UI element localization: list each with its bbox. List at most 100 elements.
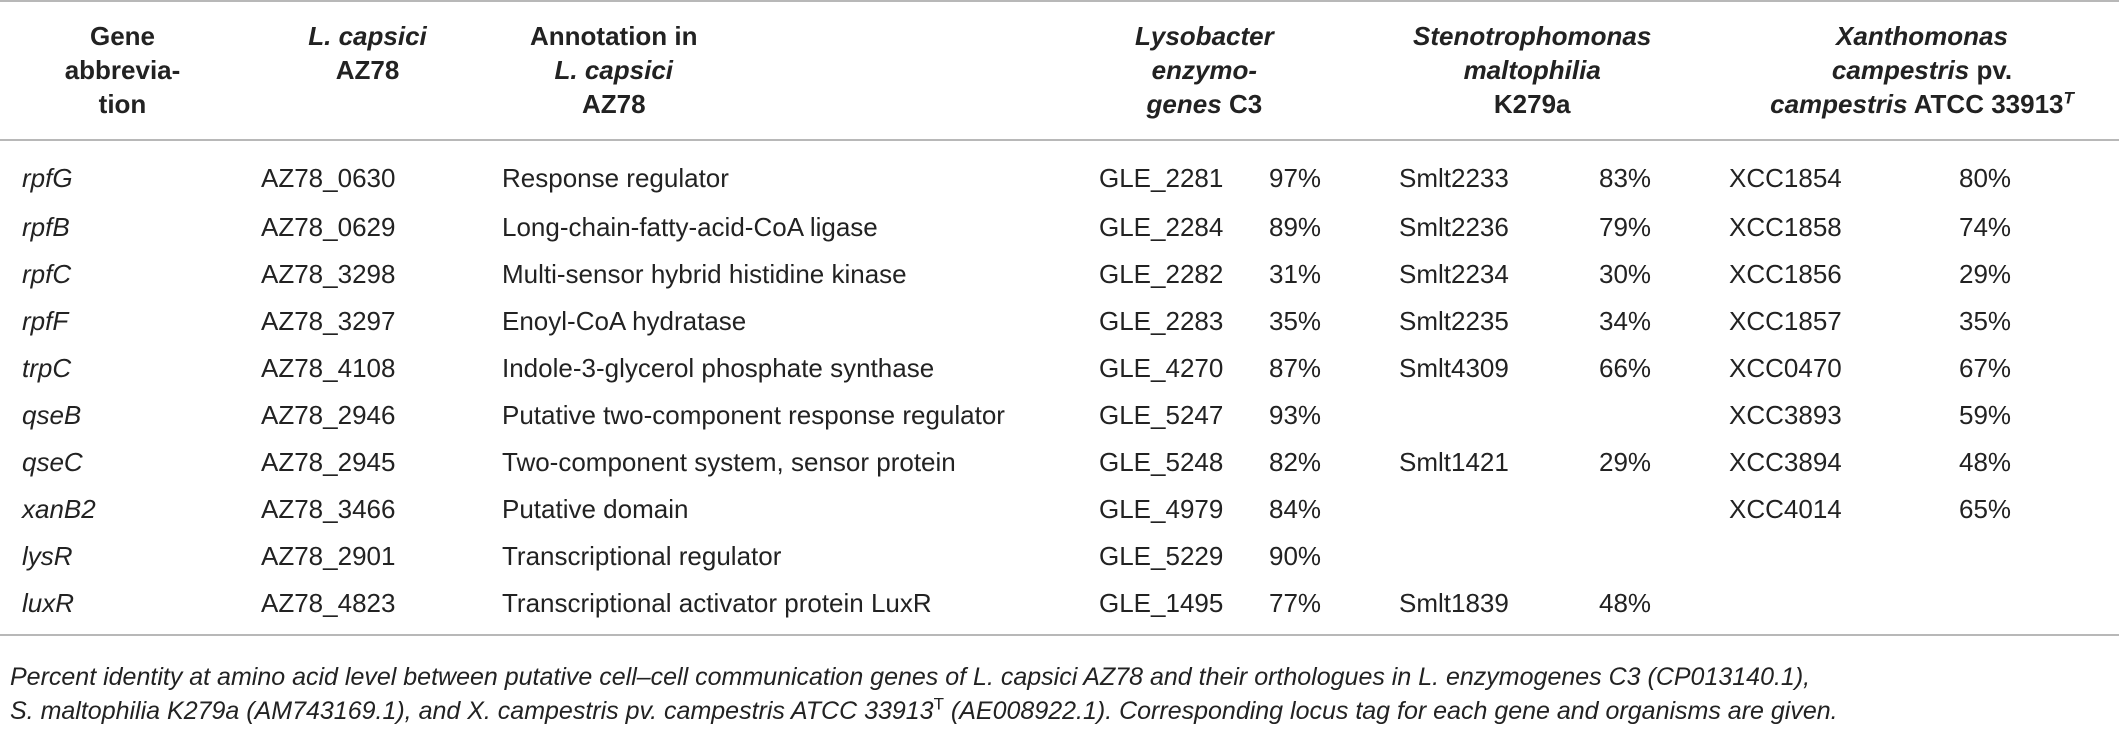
cell-gene: lysR bbox=[22, 540, 73, 571]
cell-steno-locus: Smlt2235 bbox=[1399, 305, 1509, 336]
footnote-sup: T bbox=[933, 694, 944, 714]
header-xantho-line2a: campestris bbox=[1831, 55, 1970, 85]
cell-annotation: Transcriptional regulator bbox=[502, 540, 782, 571]
cell-lyso-pct: 93% bbox=[1269, 399, 1322, 430]
cell-lyso-pct: 77% bbox=[1269, 587, 1322, 618]
cell-gene: rpfB bbox=[22, 211, 70, 242]
header-azlocus: L. capsici AZ78 bbox=[245, 1, 490, 140]
header-xantho-line2b: pv. bbox=[1976, 55, 2013, 85]
cell-lyso-locus: GLE_4270 bbox=[1099, 352, 1224, 383]
cell-xcc-locus: XCC1858 bbox=[1729, 211, 1842, 242]
cell-annotation: Long-chain-fatty-acid-CoA ligase bbox=[502, 211, 878, 242]
header-xanthomonas: Xanthomonas campestris pv. campestris AT… bbox=[1725, 1, 2119, 140]
cell-annotation: Multi-sensor hybrid histidine kinase bbox=[502, 258, 907, 289]
cell-az-locus: AZ78_3297 bbox=[261, 305, 396, 336]
cell-steno-pct: 66% bbox=[1599, 352, 1652, 383]
cell-annotation: Indole-3-glycerol phosphate synthase bbox=[502, 352, 935, 383]
cell-steno-pct bbox=[1595, 485, 1725, 532]
cell-xcc-pct bbox=[1955, 532, 2119, 579]
cell-lyso-locus: GLE_2283 bbox=[1099, 305, 1224, 336]
cell-xcc-locus: XCC1857 bbox=[1729, 305, 1842, 336]
cell-steno-locus bbox=[1395, 532, 1595, 579]
cell-lyso-locus: GLE_5248 bbox=[1099, 446, 1224, 477]
cell-xcc-locus bbox=[1725, 579, 1955, 635]
cell-steno-locus bbox=[1395, 391, 1595, 438]
orthologue-table: Gene abbrevia- tion L. capsici AZ78 Anno… bbox=[0, 1, 2119, 635]
cell-lyso-locus: GLE_5247 bbox=[1099, 399, 1224, 430]
table-body: rpfG AZ78_0630 Response regulator GLE_2281 9… bbox=[0, 140, 2119, 635]
cell-lyso-locus: GLE_2281 bbox=[1099, 163, 1224, 193]
cell-gene: rpfF bbox=[22, 305, 69, 336]
cell-steno-pct: 79% bbox=[1599, 211, 1652, 242]
cell-lyso-pct: 35% bbox=[1269, 305, 1322, 336]
cell-xcc-pct: 35% bbox=[1959, 305, 2012, 336]
header-stenotrophomonas: Stenotrophomonas maltophilia K279a bbox=[1395, 1, 1725, 140]
cell-steno-pct bbox=[1595, 391, 1725, 438]
cell-gene: luxR bbox=[22, 587, 75, 618]
header-steno-line1: Stenotrophomonas bbox=[1413, 21, 1652, 51]
cell-annotation: Two-component system, sensor protein bbox=[502, 446, 956, 477]
header-steno-line3: K279a bbox=[1493, 89, 1571, 119]
footnote-line2a: S. maltophilia K279a (AM743169.1), and X… bbox=[10, 697, 934, 725]
cell-steno-locus: Smlt2234 bbox=[1399, 258, 1509, 289]
cell-lyso-locus: GLE_2284 bbox=[1099, 211, 1224, 242]
cell-xcc-pct: 80% bbox=[1959, 163, 2012, 193]
header-gene: Gene abbrevia- tion bbox=[0, 1, 245, 140]
cell-xcc-pct: 74% bbox=[1959, 211, 2012, 242]
cell-az-locus: AZ78_2901 bbox=[261, 540, 396, 571]
cell-lyso-pct: 97% bbox=[1269, 163, 1322, 193]
header-gene-line2: abbrevia- bbox=[64, 55, 181, 85]
table-row: qseC AZ78_2945 Two-component system, senso… bbox=[0, 438, 2119, 485]
cell-xcc-pct: 59% bbox=[1959, 399, 2012, 430]
cell-az-locus: AZ78_0630 bbox=[261, 163, 396, 193]
cell-xcc-locus: XCC3894 bbox=[1729, 446, 1842, 477]
cell-lyso-locus: GLE_5229 bbox=[1099, 540, 1224, 571]
table-row: rpfB AZ78_0629 Long-chain-fatty-acid-CoA l… bbox=[0, 203, 2119, 250]
cell-lyso-locus: GLE_4979 bbox=[1099, 493, 1224, 524]
table-row: lysR AZ78_2901 Transcriptional regulator GL… bbox=[0, 532, 2119, 579]
cell-xcc-locus: XCC1856 bbox=[1729, 258, 1842, 289]
header-lyso-line3b: C3 bbox=[1228, 89, 1263, 119]
table-row: rpfC AZ78_3298 Multi-sensor hybrid histidi… bbox=[0, 250, 2119, 297]
cell-annotation: Transcriptional activator protein LuxR bbox=[502, 587, 932, 618]
cell-steno-pct: 29% bbox=[1599, 446, 1652, 477]
cell-gene: xanB2 bbox=[22, 493, 96, 524]
cell-az-locus: AZ78_2945 bbox=[261, 446, 396, 477]
header-row: Gene abbrevia- tion L. capsici AZ78 Anno… bbox=[0, 1, 2119, 140]
header-xantho-line3a: campestris bbox=[1770, 89, 1908, 119]
cell-lyso-locus: GLE_2282 bbox=[1099, 258, 1224, 289]
cell-az-locus: AZ78_3466 bbox=[261, 493, 396, 524]
table-footnote: Percent identity at amino acid level bet… bbox=[10, 660, 2110, 728]
cell-annotation: Response regulator bbox=[502, 163, 729, 193]
table-row: rpfG AZ78_0630 Response regulator GLE_2281 9… bbox=[0, 140, 2119, 203]
cell-xcc-pct: 67% bbox=[1959, 352, 2012, 383]
cell-gene: qseC bbox=[22, 446, 83, 477]
header-steno-line2: maltophilia bbox=[1463, 55, 1601, 85]
cell-annotation: Putative two-component response regulato… bbox=[502, 399, 1005, 430]
cell-xcc-pct: 65% bbox=[1959, 493, 2012, 524]
cell-steno-locus: Smlt1839 bbox=[1399, 587, 1509, 618]
header-annotation: Annotation in L. capsici AZ78 bbox=[490, 1, 1095, 140]
cell-lyso-pct: 87% bbox=[1269, 352, 1322, 383]
header-lyso-line2: enzymo- bbox=[1151, 55, 1258, 85]
cell-az-locus: AZ78_0629 bbox=[261, 211, 396, 242]
header-annotation-line1: Annotation in bbox=[530, 21, 698, 51]
cell-az-locus: AZ78_2946 bbox=[261, 399, 396, 430]
header-xantho-line1: Xanthomonas bbox=[1836, 21, 2008, 51]
cell-lyso-locus: GLE_1495 bbox=[1099, 587, 1224, 618]
cell-xcc-pct: 48% bbox=[1959, 446, 2012, 477]
header-azlocus-line2: AZ78 bbox=[335, 55, 400, 85]
cell-annotation: Putative domain bbox=[502, 493, 689, 524]
header-gene-line1: Gene bbox=[89, 21, 156, 51]
cell-gene: rpfG bbox=[22, 163, 73, 193]
header-annotation-line2: L. capsici bbox=[554, 55, 674, 85]
cell-steno-locus: Smlt1421 bbox=[1399, 446, 1509, 477]
cell-lyso-pct: 90% bbox=[1269, 540, 1322, 571]
cell-gene: rpfC bbox=[22, 258, 72, 289]
cell-az-locus: AZ78_3298 bbox=[261, 258, 396, 289]
footnote-line2b: (AE008922.1). Corresponding locus tag fo… bbox=[943, 697, 1838, 725]
